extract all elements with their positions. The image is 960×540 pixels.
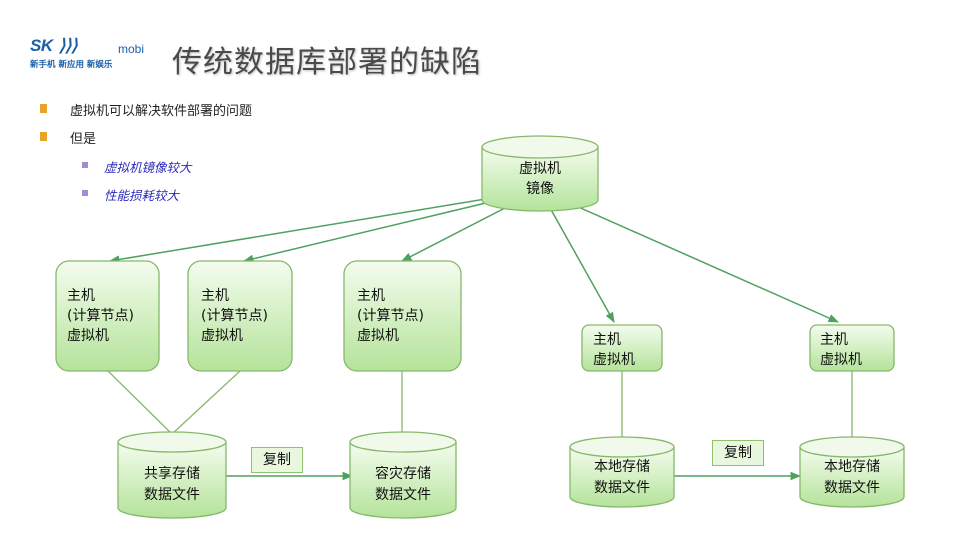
node-label: 虚拟机 xyxy=(67,328,109,344)
bullet-square-icon xyxy=(40,104,47,113)
node-label: 本地存储 xyxy=(824,459,880,475)
node-label: 虚拟机 xyxy=(593,352,635,368)
connectors xyxy=(107,370,853,440)
sub-bullet-text: 性能损耗较大 xyxy=(104,188,180,203)
node-label: 数据文件 xyxy=(824,480,880,496)
bullet-text: 但是 xyxy=(70,132,97,147)
storage-local-1: 本地存储 数据文件 xyxy=(569,436,675,508)
node-label: 主机 xyxy=(593,332,621,348)
node-label: 虚拟机 xyxy=(820,352,862,368)
node-label: (计算节点) xyxy=(201,308,268,324)
connector-line xyxy=(171,370,241,435)
storage-local-2: 本地存储 数据文件 xyxy=(799,436,905,508)
host-local-1: 主机 虚拟机 xyxy=(581,324,663,372)
sub-bullet-square-icon xyxy=(82,190,88,196)
node-label: 主机 xyxy=(820,332,848,348)
node-label: 虚拟机 xyxy=(519,161,561,177)
logo-chevrons-icon: ⟩⟩⟩ xyxy=(58,36,78,55)
node-label: 数据文件 xyxy=(375,487,431,503)
node-label: 镜像 xyxy=(526,181,554,197)
node-label: 主机 xyxy=(201,288,229,304)
node-label: 主机 xyxy=(67,288,95,304)
vm-image-node: 虚拟机 镜像 xyxy=(481,135,599,212)
bullet-square-icon xyxy=(40,132,47,141)
node-label: 主机 xyxy=(357,288,385,304)
arrow xyxy=(539,189,839,323)
node-label: 虚拟机 xyxy=(357,328,399,344)
connector-line xyxy=(107,370,173,435)
host-compute-2: 主机 (计算节点) 虚拟机 xyxy=(187,260,293,372)
node-label: (计算节点) xyxy=(357,308,424,324)
node-label: 共享存储 xyxy=(144,465,200,482)
node-label: 虚拟机 xyxy=(201,328,243,344)
host-compute-1: 主机 (计算节点) 虚拟机 xyxy=(55,260,160,372)
host-compute-3: 主机 (计算节点) 虚拟机 xyxy=(343,260,462,372)
node-label: 数据文件 xyxy=(144,487,200,503)
node-label: 本地存储 xyxy=(594,459,650,475)
sub-bullet-square-icon xyxy=(82,162,88,168)
storage-disaster-recovery: 容灾存储 数据文件 xyxy=(349,431,457,519)
copy-label: 复制 xyxy=(251,447,303,473)
storage-shared: 共享存储 数据文件 xyxy=(117,431,227,519)
node-label: 容灾存储 xyxy=(375,465,431,482)
logo-sub: mobi xyxy=(118,42,145,56)
node-label: (计算节点) xyxy=(67,308,134,324)
brand-logo: SK ⟩⟩⟩ mobi 新手机 新应用 新娱乐 xyxy=(30,36,160,76)
arrow xyxy=(539,189,615,323)
arrow xyxy=(108,189,541,264)
page-title: 传统数据库部署的缺陷 xyxy=(172,45,482,80)
bullet-text: 虚拟机可以解决软件部署的问题 xyxy=(70,104,253,119)
host-local-2: 主机 虚拟机 xyxy=(809,324,895,372)
logo-slogan: 新手机 新应用 新娱乐 xyxy=(30,60,113,70)
sub-bullet-text: 虚拟机镜像较大 xyxy=(104,160,192,175)
copy-label: 复制 xyxy=(712,440,764,466)
node-label: 数据文件 xyxy=(594,480,650,496)
logo-brand: SK xyxy=(30,36,53,55)
